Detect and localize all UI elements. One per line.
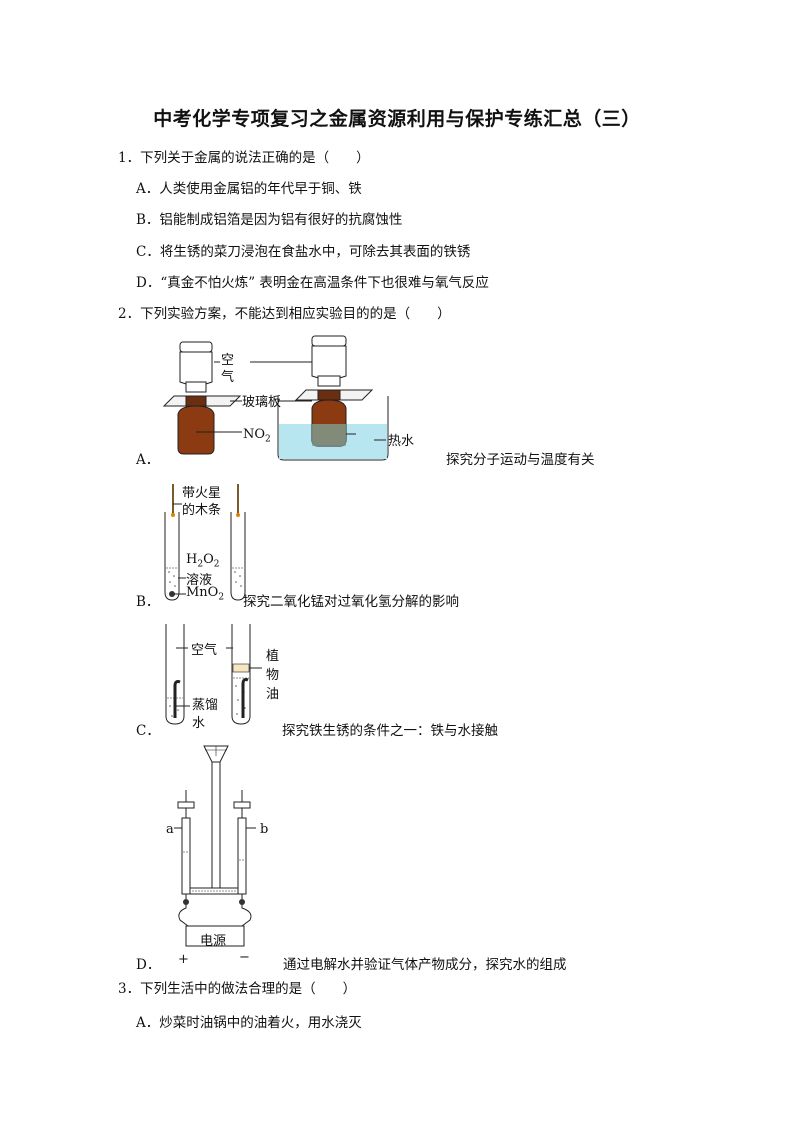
hot-water-beaker bbox=[277, 396, 389, 461]
question-1-option-b: B．铝能制成铝箔是因为铝有很好的抗腐蚀性 bbox=[136, 212, 403, 228]
label-negative: − bbox=[239, 950, 250, 965]
figure-d-electrolysis bbox=[174, 745, 256, 947]
caption-a: 探究分子运动与温度有关 bbox=[446, 452, 595, 468]
label-tube-a: a bbox=[166, 822, 174, 837]
figure-b-h2o2 bbox=[164, 484, 246, 601]
label-oil-3: 油 bbox=[266, 687, 280, 702]
question-3-option-a: A．炒菜时油锅中的油着火，用水浇灭 bbox=[136, 1015, 362, 1031]
question-1-option-c: C．将生锈的菜刀浸泡在食盐水中，可除去其表面的铁锈 bbox=[136, 244, 471, 260]
option-b-letter: B． bbox=[136, 594, 160, 610]
right-wire bbox=[241, 894, 252, 927]
left-no2-bottle bbox=[177, 405, 215, 455]
figure-a-diffusion bbox=[162, 335, 389, 461]
label-distilled-water-1: 蒸馏 bbox=[192, 698, 219, 713]
caption-c: 探究铁生锈的条件之一：铁与水接触 bbox=[282, 723, 498, 739]
label-air-1: 空 bbox=[221, 353, 235, 368]
left-air-bottle-cap bbox=[179, 341, 213, 353]
caption-b: 探究二氧化锰对过氧化氢分解的影响 bbox=[243, 594, 459, 610]
question-1-option-a: A．人类使用金属铝的年代早于铜、铁 bbox=[136, 181, 362, 197]
tube-b bbox=[237, 817, 247, 895]
option-c-letter: C． bbox=[136, 723, 160, 739]
caption-d: 通过电解水并验证气体产物成分，探究水的组成 bbox=[283, 957, 567, 973]
option-d-letter: D． bbox=[136, 957, 161, 973]
question-2-stem: 2．下列实验方案，不能达到相应实验目的的是（ ） bbox=[118, 306, 451, 322]
right-test-tube bbox=[230, 512, 246, 601]
vegetable-oil-layer bbox=[232, 663, 250, 673]
label-mno2: MnO2 bbox=[186, 585, 225, 603]
label-distilled-water-2: 水 bbox=[192, 716, 206, 731]
tube-a bbox=[181, 817, 191, 895]
question-1-stem: 1．下列关于金属的说法正确的是（ ） bbox=[118, 150, 370, 166]
label-positive: + bbox=[178, 952, 189, 967]
power-source bbox=[185, 925, 245, 947]
label-air: 空气 bbox=[191, 643, 218, 658]
label-splint-1: 带火星 bbox=[182, 486, 222, 501]
right-iron-nail bbox=[241, 678, 249, 718]
label-no2: NO2 bbox=[243, 427, 271, 445]
option-a-letter: A． bbox=[136, 452, 160, 468]
label-solution: 溶液 bbox=[186, 573, 213, 588]
label-splint-2: 的木条 bbox=[182, 503, 222, 518]
page-title: 中考化学专项复习之金属资源利用与保护专练汇总（三） bbox=[153, 108, 641, 130]
label-oil-1: 植 bbox=[266, 649, 280, 664]
left-iron-nail bbox=[173, 680, 181, 718]
label-hot-water: 热水 bbox=[388, 434, 415, 449]
label-h2o2: H2O2 bbox=[186, 552, 220, 570]
left-test-tube bbox=[165, 624, 185, 725]
label-power-source: 电源 bbox=[200, 934, 227, 949]
mno2-powder bbox=[169, 591, 175, 597]
label-air-2: 气 bbox=[221, 370, 235, 385]
right-air-bottle bbox=[311, 345, 347, 380]
left-test-tube bbox=[164, 512, 180, 601]
right-test-tube bbox=[231, 624, 251, 725]
question-3-stem: 3．下列生活中的做法合理的是（ ） bbox=[118, 981, 357, 997]
left-air-bottle bbox=[179, 351, 213, 386]
label-oil-2: 物 bbox=[266, 668, 280, 683]
left-wire bbox=[178, 894, 189, 927]
figure-c-rust bbox=[165, 624, 262, 725]
question-1-option-d: D．“真金不怕火炼” 表明金在高温条件下也很难与氧气反应 bbox=[136, 275, 489, 291]
label-glass-plate: 玻璃板 bbox=[242, 395, 282, 410]
label-tube-b: b bbox=[260, 822, 269, 837]
